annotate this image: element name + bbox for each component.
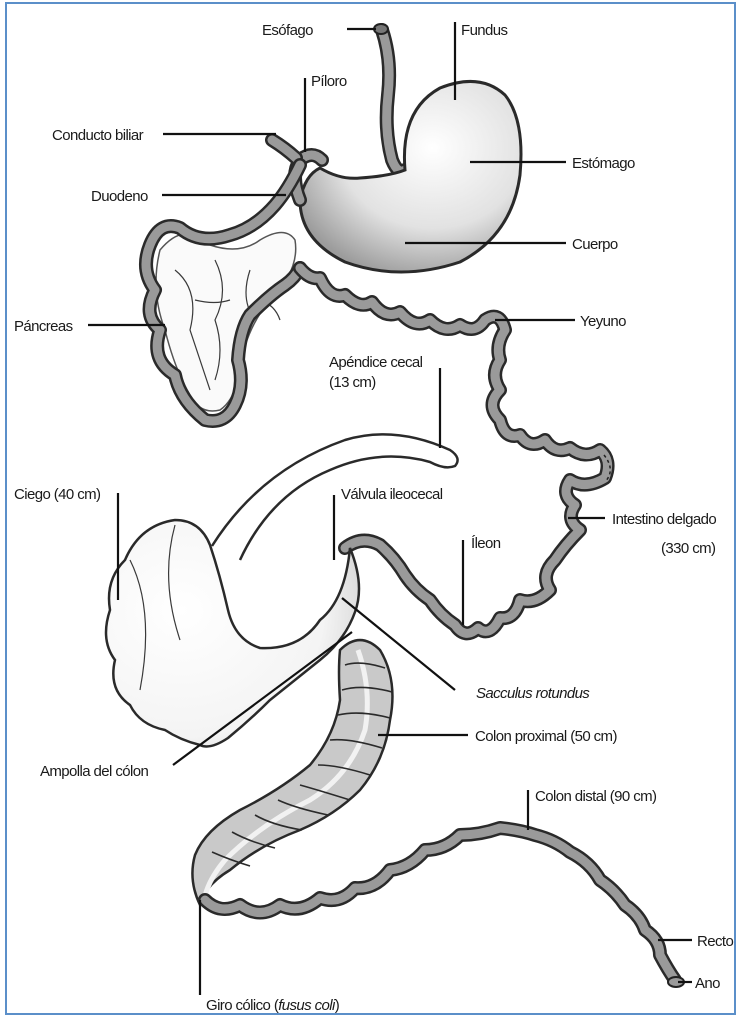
label-recto: Recto	[697, 933, 733, 950]
label-sacculus: Sacculus rotundus	[476, 685, 590, 702]
label-pancreas: Páncreas	[14, 318, 73, 335]
label-giro-suffix: )	[335, 997, 340, 1014]
label-colon-distal: Colon distal (90 cm)	[535, 788, 657, 805]
esophagus	[374, 24, 405, 171]
label-cuerpo: Cuerpo	[572, 236, 618, 253]
label-giro-prefix: Giro cólico (	[206, 997, 279, 1014]
label-ampolla: Ampolla del cólon	[40, 763, 148, 780]
distal-colon	[205, 828, 684, 987]
bile-duct	[272, 140, 296, 158]
label-ciego: Ciego (40 cm)	[14, 486, 101, 503]
label-conducto-biliar: Conducto biliar	[52, 127, 144, 144]
label-intestino-length: (330 cm)	[661, 540, 716, 557]
label-intestino-delgado: Intestino delgado	[612, 511, 716, 528]
label-duodeno: Duodeno	[91, 188, 148, 205]
label-piloro: Píloro	[311, 73, 347, 90]
label-ano: Ano	[695, 975, 720, 992]
label-apendice-length: (13 cm)	[329, 374, 376, 391]
label-giro-colico: Giro cólico (fusus coli)	[206, 997, 340, 1014]
label-yeyuno: Yeyuno	[580, 313, 626, 330]
label-valvula: Válvula ileocecal	[341, 486, 443, 503]
label-giro-italic: fusus coli	[278, 997, 336, 1014]
label-estomago: Estómago	[572, 155, 635, 172]
label-colon-proximal: Colon proximal (50 cm)	[475, 728, 617, 745]
cecum	[106, 434, 458, 746]
label-esofago: Esófago	[262, 22, 313, 39]
label-fundus: Fundus	[461, 22, 508, 39]
label-apendice: Apéndice cecal	[329, 354, 423, 371]
label-ileon: Íleon	[471, 535, 501, 552]
